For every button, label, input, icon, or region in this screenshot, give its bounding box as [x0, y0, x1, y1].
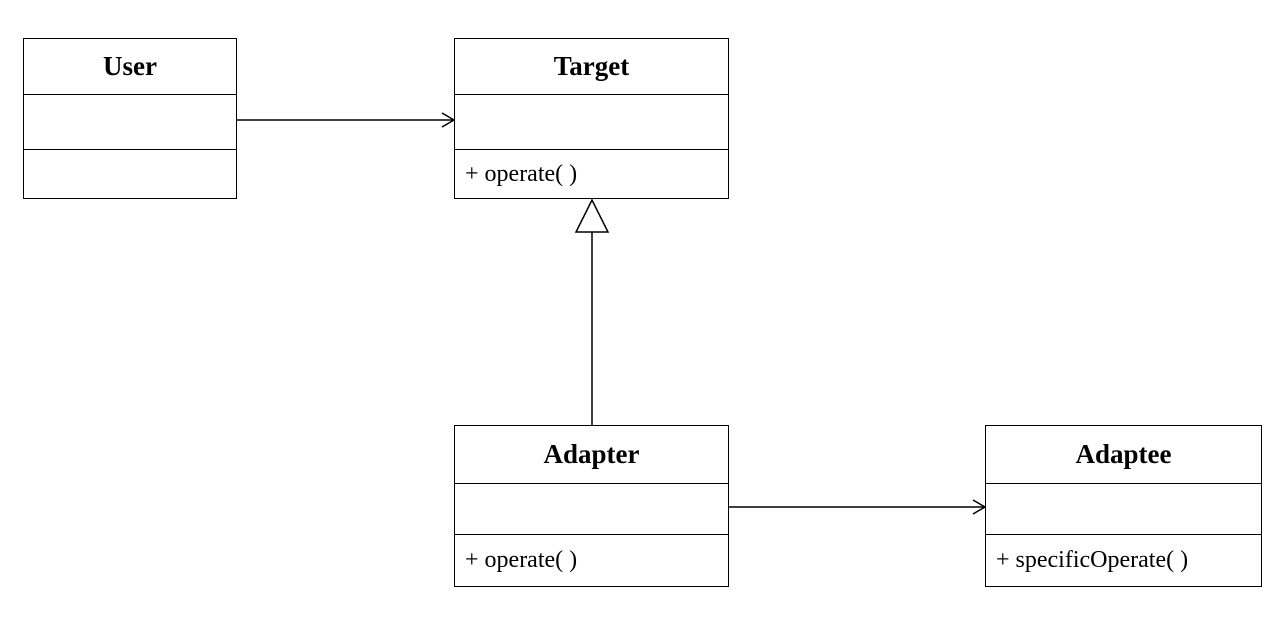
generalization-adapter-target [574, 198, 610, 425]
class-attributes [24, 95, 236, 150]
class-name: Adaptee [986, 426, 1261, 484]
class-operations: + specificOperate( ) [996, 546, 1189, 573]
association-adapter-adaptee [729, 499, 987, 515]
class-target[interactable]: Target + operate( ) [454, 38, 729, 199]
class-name: Adapter [455, 426, 728, 484]
class-name: User [24, 39, 236, 95]
class-attributes [986, 484, 1261, 535]
class-operations: + operate( ) [465, 546, 578, 573]
class-attributes [455, 95, 728, 150]
class-user[interactable]: User [23, 38, 237, 199]
association-user-target [237, 112, 456, 128]
class-attributes [455, 484, 728, 535]
class-adaptee[interactable]: Adaptee + specificOperate( ) [985, 425, 1262, 587]
class-name: Target [455, 39, 728, 95]
class-adapter[interactable]: Adapter + operate( ) [454, 425, 729, 587]
hollow-triangle-arrowhead-icon [574, 198, 610, 233]
class-operations: + operate( ) [465, 160, 578, 187]
class-operations [24, 150, 236, 198]
